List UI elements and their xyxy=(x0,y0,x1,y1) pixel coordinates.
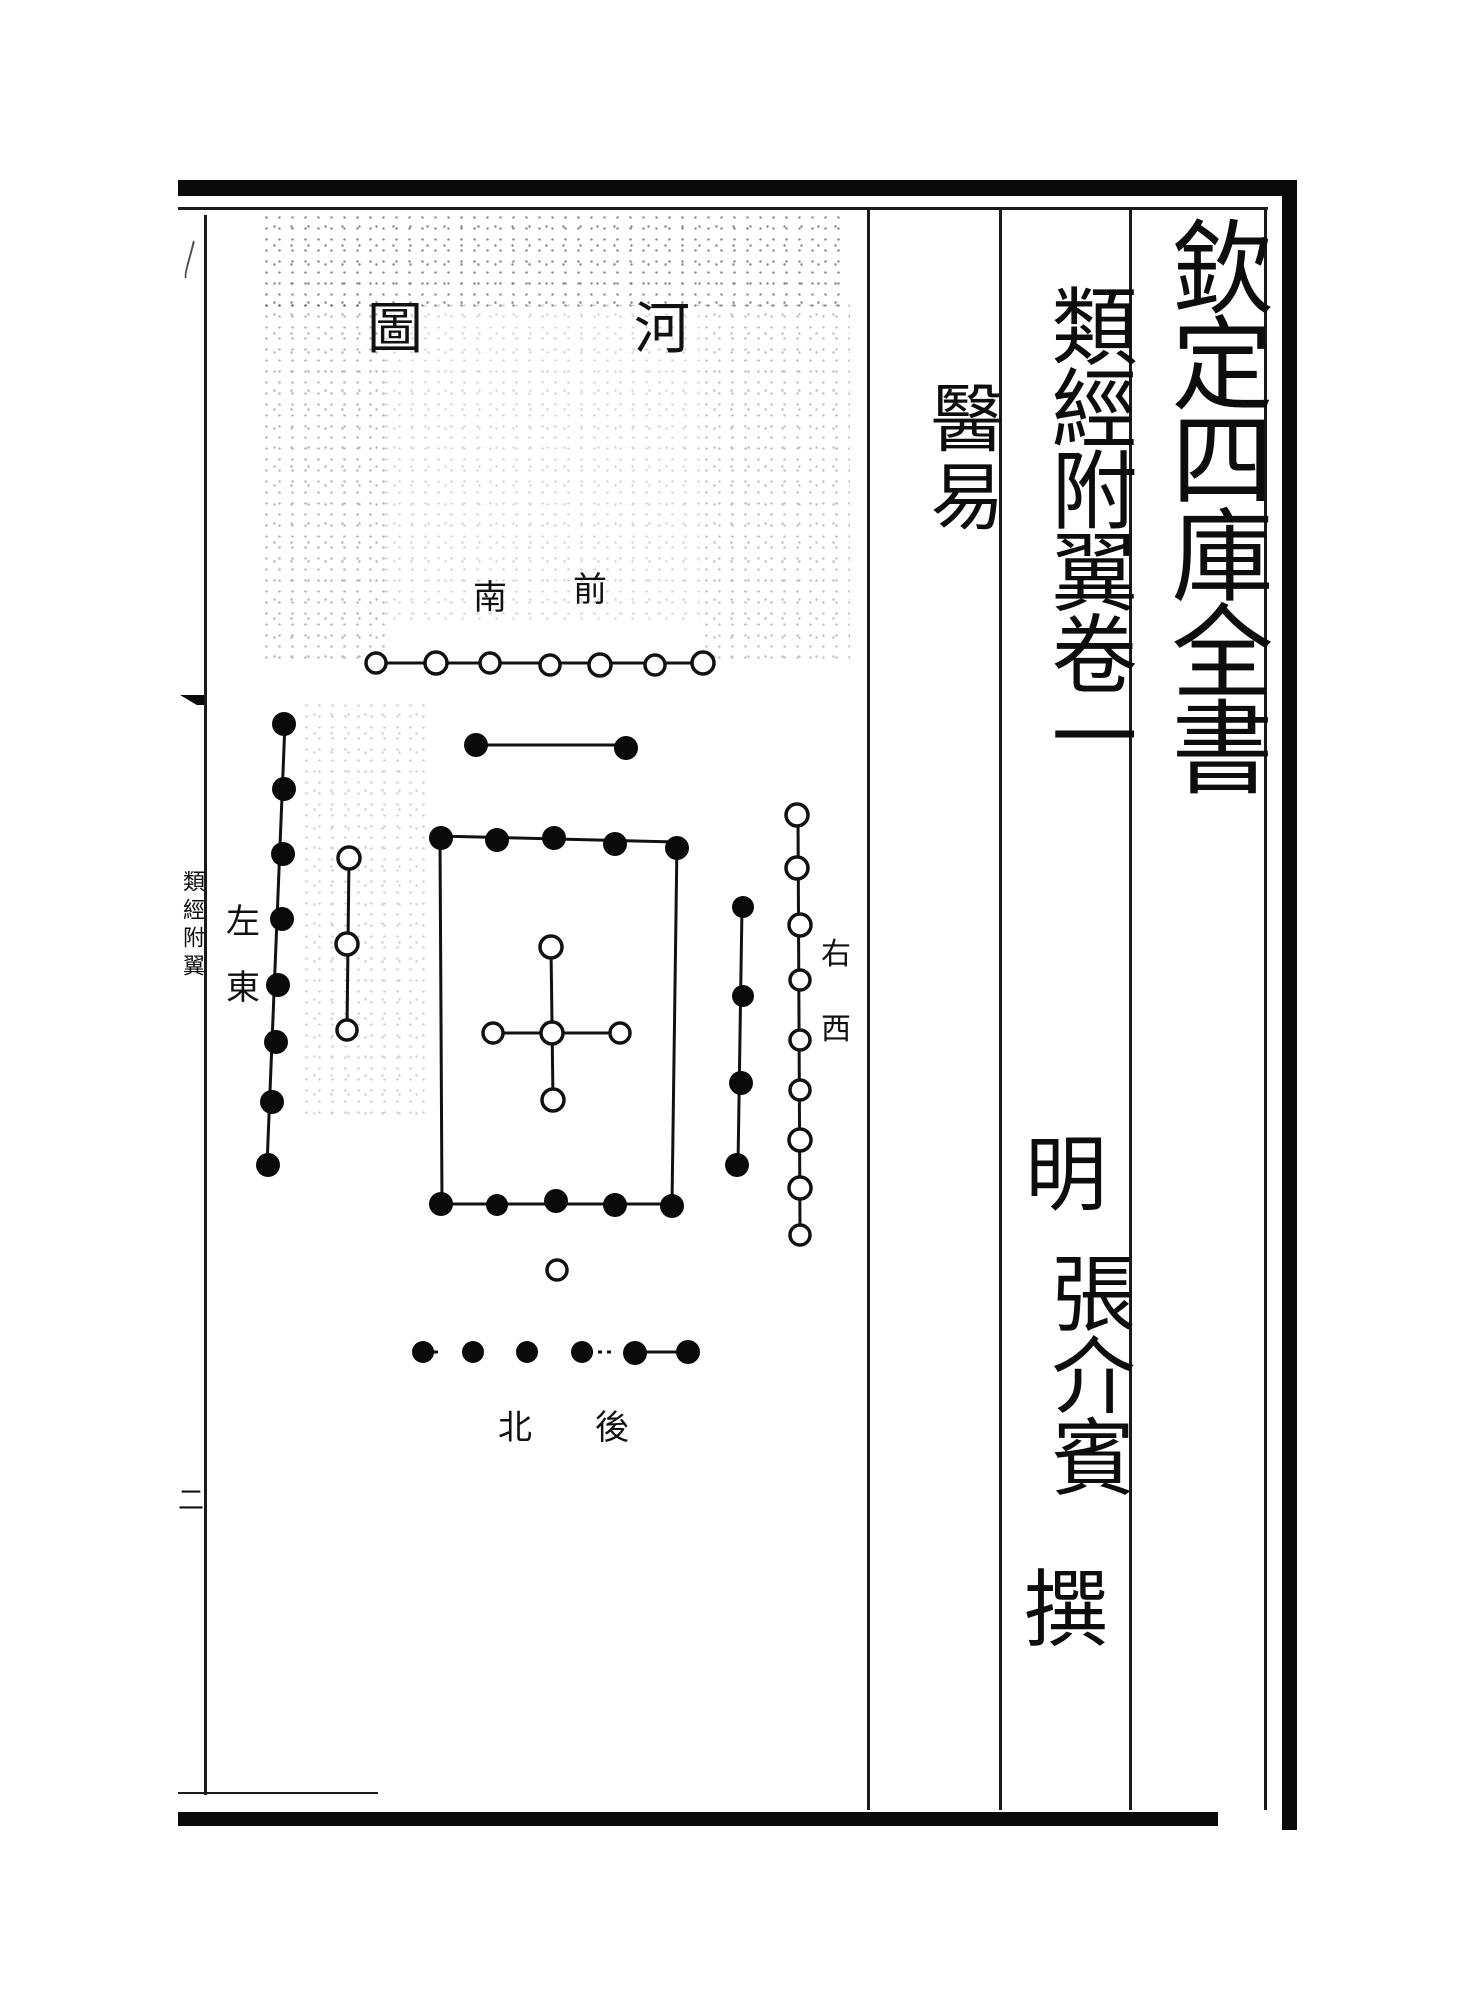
author-role: 撰 xyxy=(1003,1568,1129,1652)
diagram-title-he: 河 xyxy=(634,297,690,362)
margin-fishtail xyxy=(180,695,204,705)
collection-title-text: 欽定四庫全書 xyxy=(1154,215,1273,791)
margin-top-text: 〳 xyxy=(178,240,204,286)
dynasty-label: 明 xyxy=(1003,1135,1129,1217)
label-east: 東 xyxy=(226,968,260,1008)
margin-side-text: 類經附翼 xyxy=(178,870,204,988)
label-south: 南 xyxy=(473,578,507,618)
margin-glyph: 〳 xyxy=(181,237,201,283)
book-title: 類經附翼卷一 xyxy=(1003,282,1136,774)
rule-inner-right xyxy=(1264,210,1267,1810)
open-circles xyxy=(334,650,813,1282)
author-name-text: 張介賓 xyxy=(1038,1250,1136,1496)
collection-title: 欽定四庫全書 xyxy=(1134,215,1273,791)
label-north: 北 xyxy=(498,1408,532,1448)
rule-left-margin xyxy=(204,215,207,1795)
frame-top-thick xyxy=(178,180,1297,196)
rule-diagram-right xyxy=(867,210,870,1810)
label-front: 前 xyxy=(573,570,607,610)
diagram-noise-lower xyxy=(300,700,430,1120)
label-right: 右 xyxy=(821,937,851,972)
diagram-noise-left xyxy=(260,300,390,660)
diagram-noise-top xyxy=(260,212,850,312)
diagram-noise-right xyxy=(700,300,850,660)
author-name: 張介賓 xyxy=(1003,1250,1136,1496)
frame-right-thick xyxy=(1282,180,1297,1830)
book-title-text: 類經附翼卷一 xyxy=(1036,282,1136,774)
frame-top-inner xyxy=(178,207,1268,210)
section-title-text: 醫易 xyxy=(918,380,1004,536)
frame-bottom-inner xyxy=(178,1792,378,1794)
author-role-text: 撰 xyxy=(1023,1561,1108,1659)
label-left: 左 xyxy=(226,902,260,942)
diagram-title-tu: 圖 xyxy=(367,297,423,362)
margin-char: 類經附翼 xyxy=(179,870,204,982)
rule-section-right xyxy=(999,210,1002,1810)
margin-page-number: 二 xyxy=(178,1486,205,1516)
label-west: 西 xyxy=(821,1012,851,1047)
frame-bottom-thick xyxy=(178,1812,1218,1826)
diagram-noise-mid xyxy=(380,300,700,620)
section-title: 醫易 xyxy=(872,380,1004,542)
rule-book-title-right xyxy=(1129,210,1132,1810)
dynasty-text: 明 xyxy=(1024,1128,1107,1223)
solid-circles xyxy=(256,712,754,1365)
label-back: 後 xyxy=(595,1408,629,1448)
